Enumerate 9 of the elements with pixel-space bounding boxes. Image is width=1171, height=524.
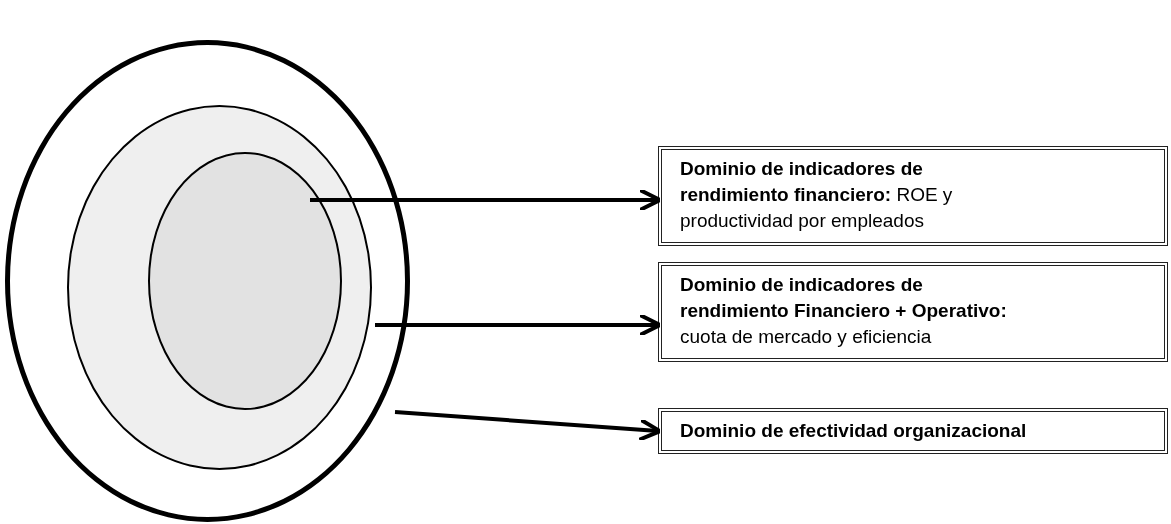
box-text: Dominio de indicadores de rendimiento Financiero + Operativo: cuota de mercado y eficiencia xyxy=(680,273,1008,349)
arrow xyxy=(310,188,662,212)
box-text: Dominio de indicadores de rendimiento financiero: ROE y productividad por empleados xyxy=(680,157,954,233)
arrow xyxy=(394,410,662,442)
text-box xyxy=(658,146,1168,246)
text-box xyxy=(658,262,1168,362)
arrow xyxy=(375,313,662,337)
box-text: Dominio de efectividad organizacional xyxy=(680,419,1028,443)
text-box xyxy=(658,408,1168,454)
